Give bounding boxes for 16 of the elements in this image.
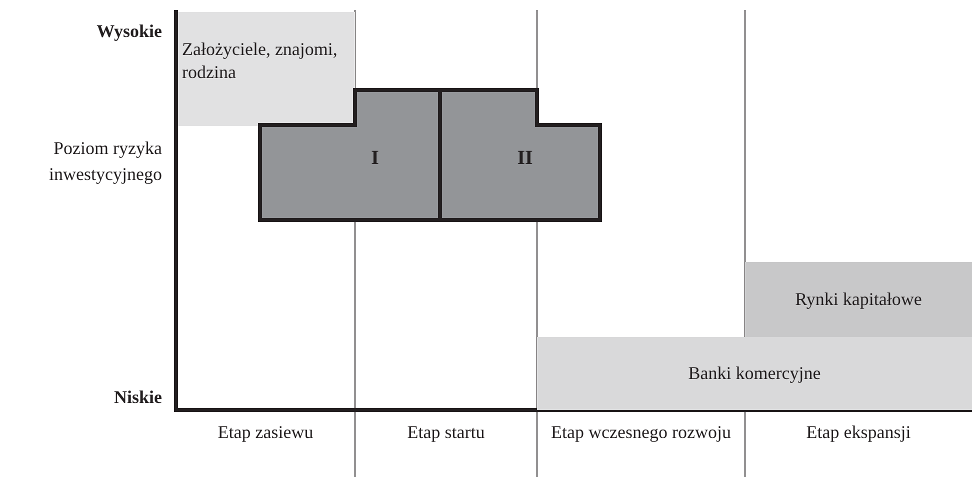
risk-block xyxy=(440,88,602,222)
funding-source-text: Założyciele, znajomi, rodzina xyxy=(182,38,338,84)
funding-source-box xyxy=(745,262,972,337)
axis-label: Poziom ryzyka inwestycyjnego xyxy=(48,137,162,186)
axis-label: Wysokie xyxy=(96,20,162,43)
axis-label: Niskie xyxy=(112,386,162,409)
funding-source-text: Banki komercyjne xyxy=(688,362,821,385)
block-label: II xyxy=(517,148,533,168)
stage-label: Etap wczesnego rozwoju xyxy=(550,421,732,444)
stage-label: Etap zasiewu xyxy=(216,421,314,444)
stage-label: Etap startu xyxy=(406,421,486,444)
funding-source-box xyxy=(537,337,972,410)
stage-label: Etap ekspansji xyxy=(805,421,912,444)
funding-source-box xyxy=(178,12,355,126)
block-label: I xyxy=(371,148,379,168)
funding-source-text: Rynki kapitałowe xyxy=(795,288,922,311)
